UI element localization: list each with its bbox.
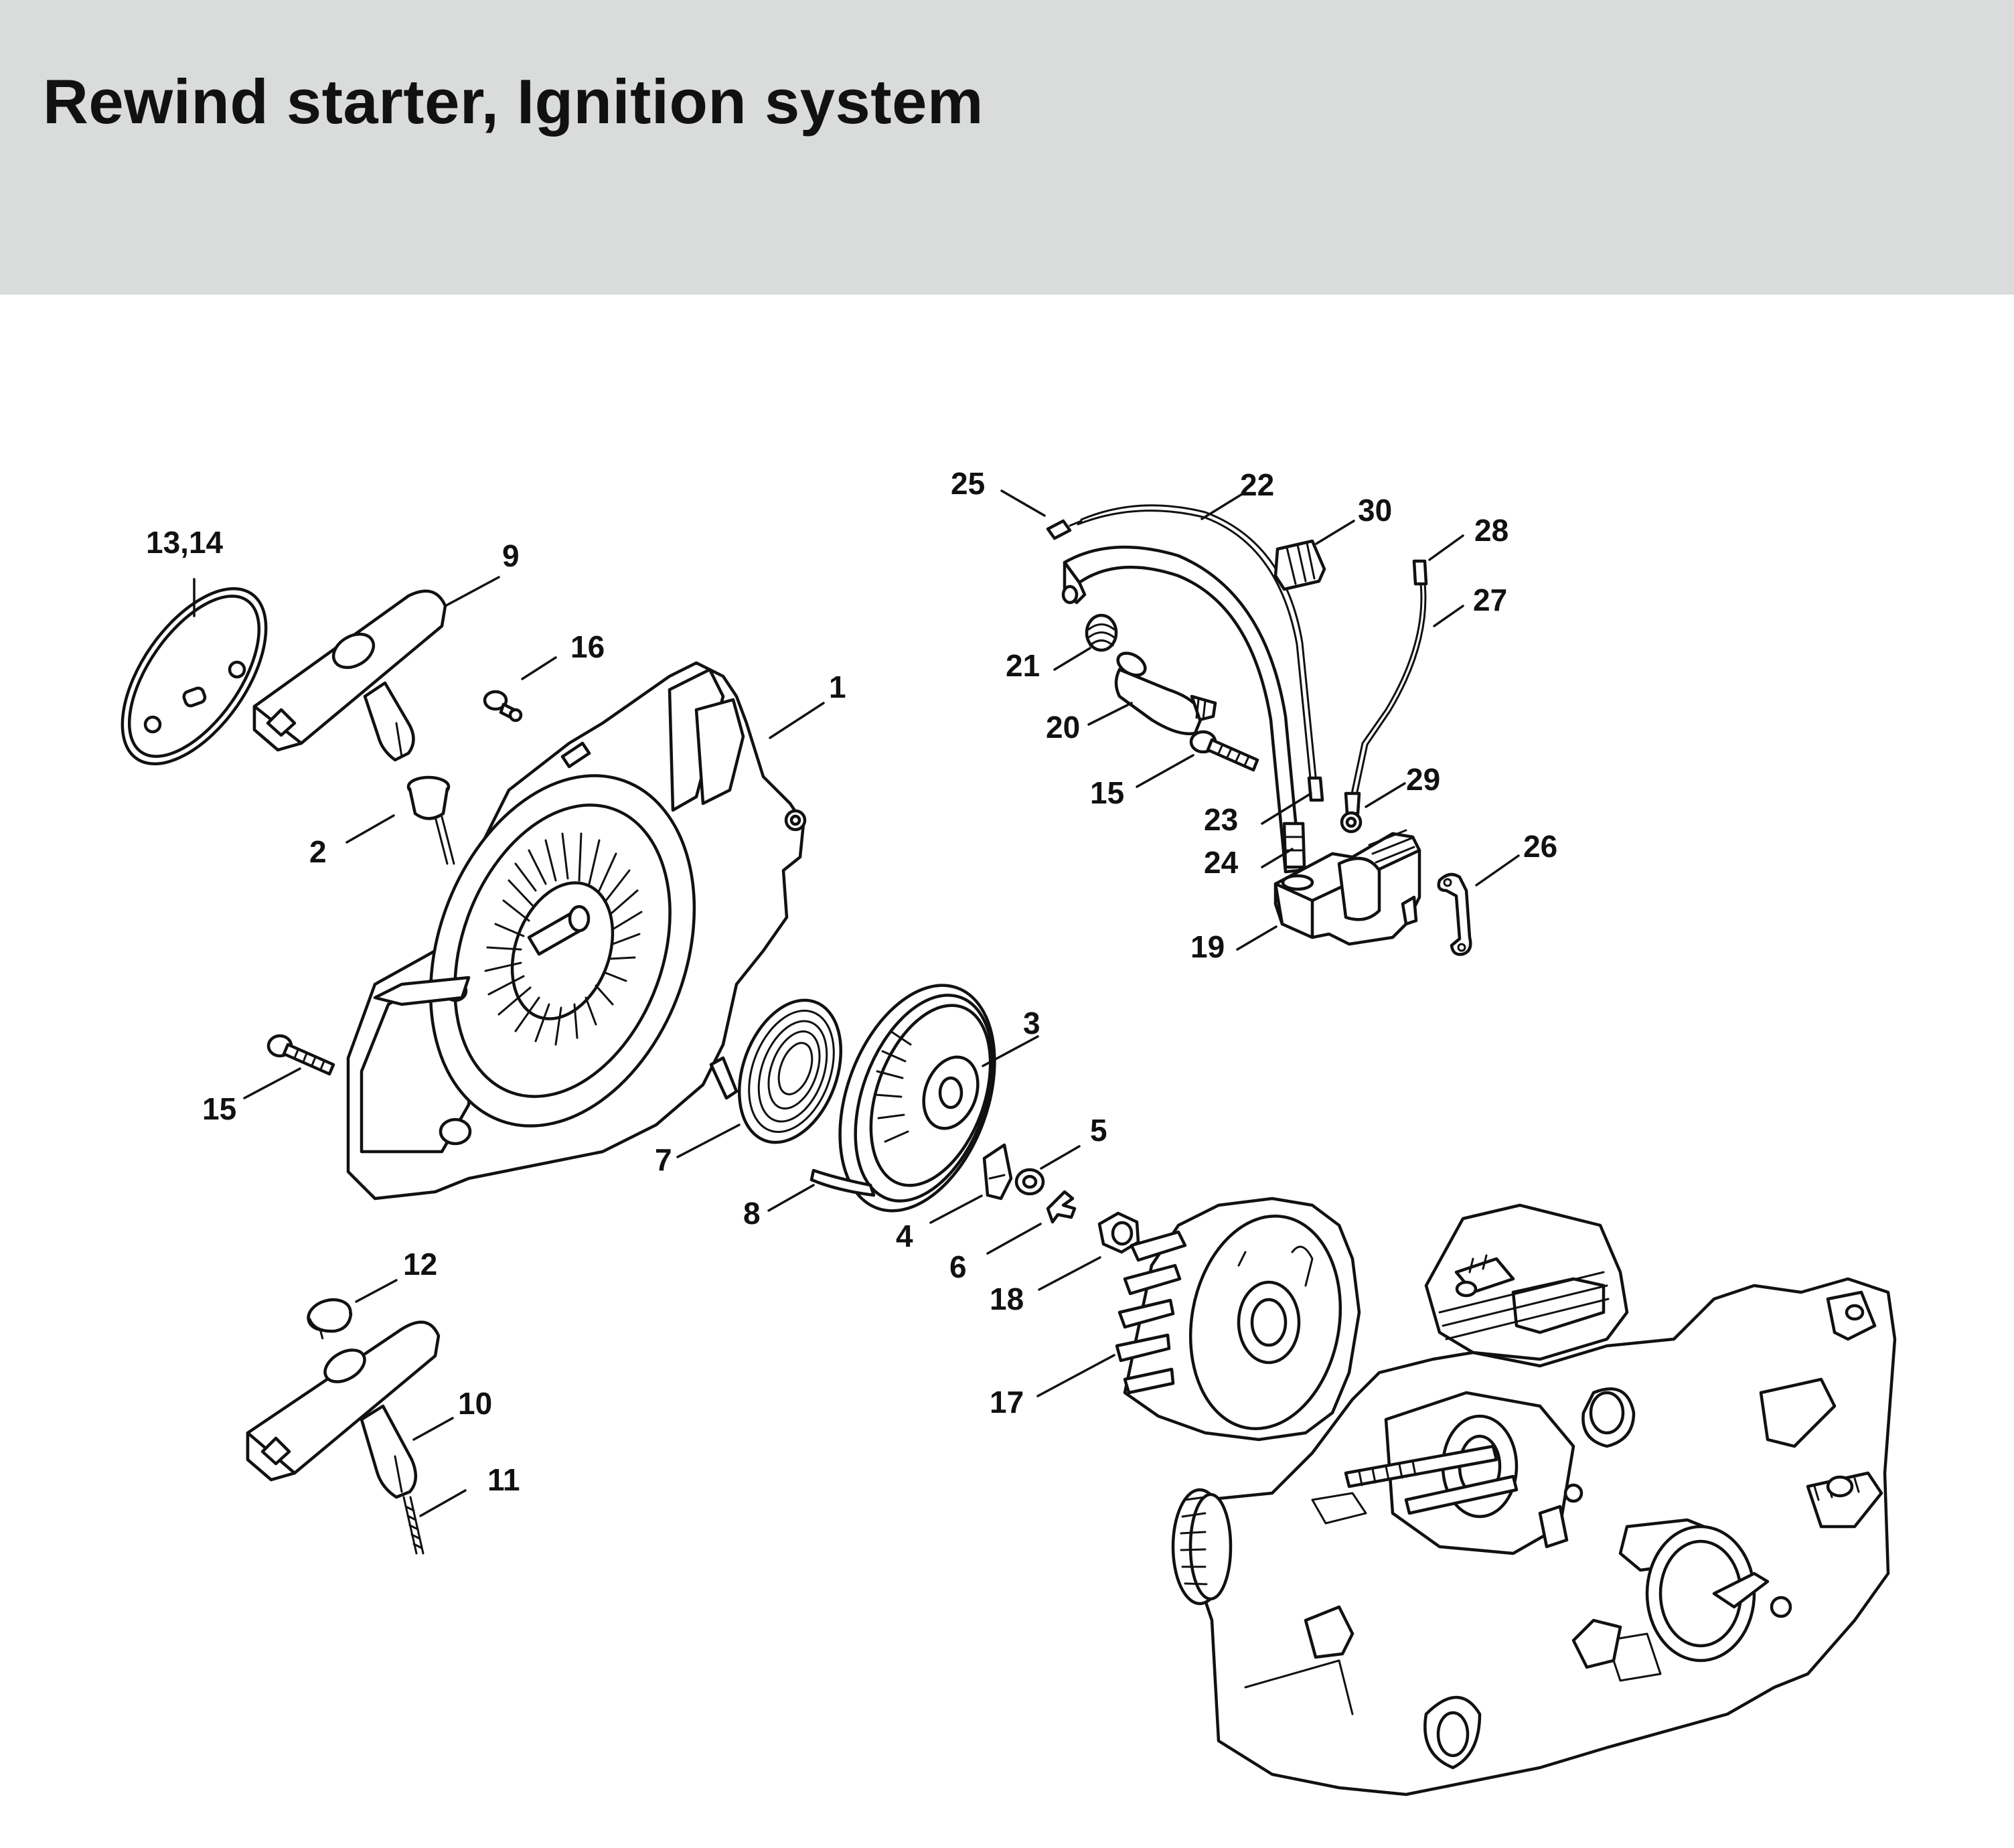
label-11: 11 (487, 1462, 520, 1497)
rope-part (402, 1496, 424, 1555)
label-21: 21 (1006, 648, 1040, 683)
rope-guide-bushing-part (406, 775, 455, 865)
label-7: 7 (655, 1142, 672, 1177)
fan-housing-part (346, 661, 807, 1201)
label-19: 19 (1190, 929, 1225, 964)
label-20: 20 (1046, 710, 1080, 745)
label-15-upper: 15 (1090, 775, 1124, 810)
rewind-spring-part (709, 998, 843, 1144)
label-8: 8 (743, 1196, 761, 1231)
connector-part (1412, 559, 1428, 586)
spark-plug-terminal-part (1114, 651, 1217, 735)
label-4: 4 (896, 1219, 913, 1253)
small-screw-part (483, 690, 523, 722)
housing-screw-part (266, 1034, 335, 1076)
label-12: 12 (403, 1247, 437, 1282)
label-10: 10 (458, 1386, 492, 1421)
pawl-part (982, 1143, 1013, 1201)
page-title: Rewind starter, Ignition system (43, 66, 984, 137)
ring-terminal-part (1340, 791, 1363, 834)
leader-lines (193, 489, 1520, 1517)
label-13-14: 13,14 (146, 525, 224, 560)
label-25: 25 (951, 466, 985, 501)
label-22: 22 (1240, 467, 1274, 502)
spring-clip-part (1046, 1190, 1077, 1224)
label-28: 28 (1474, 513, 1508, 548)
label-29: 29 (1406, 762, 1440, 797)
label-3: 3 (1023, 1006, 1040, 1041)
label-2: 2 (309, 834, 327, 869)
part-number-labels: 13,14 9 16 1 2 15 3 7 8 4 5 6 18 17 12 1… (146, 466, 1557, 1497)
coil-screw-part (1189, 730, 1259, 772)
label-16: 16 (570, 629, 605, 664)
spark-plug-boot-spring-part (1085, 613, 1118, 652)
label-24: 24 (1204, 845, 1239, 880)
label-1: 1 (829, 670, 846, 704)
starter-grip-lower-part (246, 1320, 441, 1499)
label-17: 17 (990, 1385, 1024, 1419)
terminal-part (1046, 519, 1083, 540)
wire-clip-part (1273, 539, 1326, 591)
engine-crankcase-part (1171, 1203, 1897, 1796)
lead-sleeve-part (1282, 822, 1306, 869)
bracket-part (1437, 872, 1472, 956)
label-30: 30 (1358, 493, 1392, 528)
label-6: 6 (949, 1249, 967, 1284)
ignition-module-part (1273, 829, 1421, 946)
label-9: 9 (502, 538, 520, 573)
label-18: 18 (990, 1282, 1024, 1316)
label-27: 27 (1473, 583, 1507, 617)
header-band: Rewind starter, Ignition system (0, 0, 2014, 295)
label-15-left: 15 (202, 1091, 236, 1126)
cover-disc-part (121, 587, 268, 766)
flywheel-part (1115, 1197, 1361, 1442)
washer-part (1014, 1168, 1045, 1196)
starter-grip-upper-part (252, 589, 447, 762)
starter-rope-part (809, 1168, 876, 1197)
label-23: 23 (1204, 802, 1238, 837)
label-26: 26 (1523, 829, 1557, 864)
label-5: 5 (1090, 1113, 1107, 1148)
rope-rotor-part (838, 984, 996, 1213)
grip-cap-part (307, 1298, 353, 1340)
ground-wire-part (1350, 583, 1427, 799)
